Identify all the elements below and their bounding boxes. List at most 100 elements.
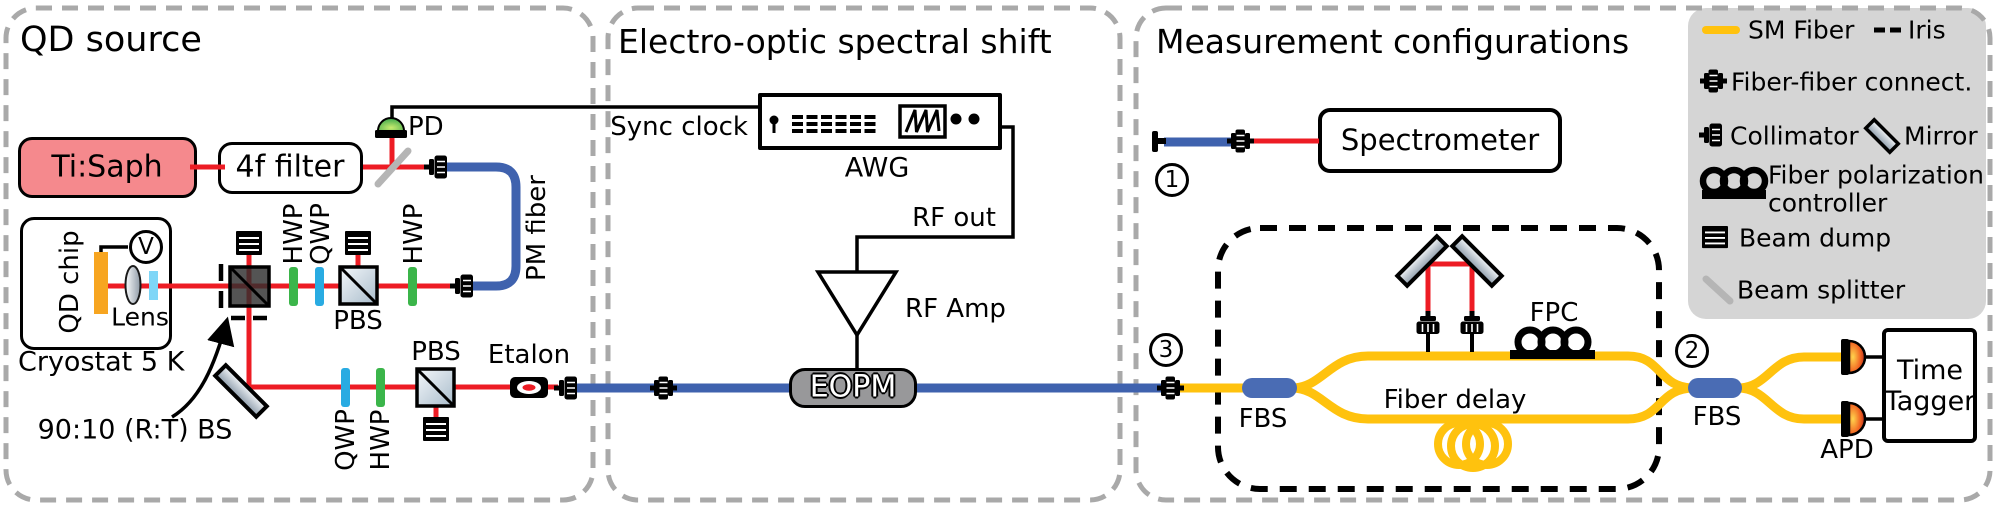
beam-dump-icon	[235, 230, 263, 256]
legend-beam-dump-icon	[1702, 226, 1728, 249]
sync-clock-wire	[390, 105, 758, 121]
measurement-title: Measurement configurations	[1156, 22, 1630, 61]
cryostat-window-icon	[149, 271, 158, 300]
legend-iris-label: Iris	[1908, 15, 1946, 45]
voltage-wire	[99, 245, 128, 254]
collimator-icon	[1415, 310, 1441, 335]
eo-shift-title: Electro-optic spectral shift	[618, 22, 1052, 61]
fbs-icon	[1688, 378, 1742, 398]
rf-amp-icon	[814, 270, 900, 339]
pbs-cubes	[338, 265, 456, 408]
qwp-icon	[315, 267, 324, 306]
cryostat-label: Cryostat 5 K	[18, 346, 185, 378]
eopm-box	[789, 368, 917, 408]
collimator-stems	[1426, 332, 1474, 352]
pbs-icon	[415, 367, 456, 408]
interferometer-dashed-box	[1215, 225, 1662, 492]
fbs-label: FBS	[1692, 402, 1742, 432]
legend-sm-fiber-icon	[1702, 26, 1740, 34]
pm-fiber-label: PM fiber	[522, 175, 552, 281]
lens-icon	[124, 265, 142, 305]
pbs-label: PBS	[411, 337, 461, 367]
pbs-icon	[338, 265, 379, 306]
legend-fpc-label-line2: controller	[1768, 188, 1888, 218]
apd-icon	[1841, 401, 1867, 437]
fpc-label: FPC	[1529, 298, 1579, 328]
mirror-icon	[1394, 233, 1450, 289]
awg-waveform-icon	[904, 109, 941, 133]
qd-source-panel-border	[3, 5, 596, 503]
mirror-icon	[1449, 233, 1505, 289]
apd-wires	[1864, 355, 1883, 421]
awg-knob-icon	[950, 113, 962, 125]
rf-out-label: RF out	[912, 203, 996, 233]
config-1-number: 1	[1164, 167, 1180, 193]
legend-fiber-fiber-label: Fiber-fiber connect.	[1731, 67, 1973, 97]
collimator-icon	[449, 273, 474, 299]
qd-chip-icon	[94, 252, 108, 314]
legend-fiber-fiber-icon	[1699, 68, 1728, 94]
4f-filter-label: 4f filter	[235, 149, 345, 185]
qd-chip-label: QD chip	[55, 230, 85, 334]
awg-power-icon	[769, 115, 779, 125]
hwp-label: HWP	[399, 203, 429, 265]
config-2-number: 2	[1684, 338, 1700, 364]
voltage-source-icon: V	[129, 230, 163, 264]
beam-dump-icon	[344, 230, 372, 256]
beam-splitter-plate-icon	[374, 147, 412, 188]
legend-mirror-label: Mirror	[1904, 121, 1978, 151]
apd-label: APD	[1820, 435, 1874, 465]
hwp-icon	[289, 267, 298, 306]
time-tagger-line2: Tagger	[1884, 386, 1976, 417]
pd-label: PD	[408, 112, 444, 142]
config-1-badge: 1	[1155, 163, 1189, 197]
awg-vent-grid-icon	[792, 115, 876, 133]
legend-collimator-label: Collimator	[1730, 121, 1859, 151]
interferometer-upper-arm	[1291, 351, 1695, 393]
fiber-fiber-connector-icon	[1156, 375, 1185, 401]
fbs-label: FBS	[1238, 404, 1288, 434]
pm-fiber-loop	[444, 162, 521, 291]
fiber-fiber-connector-icon	[1226, 128, 1255, 154]
legend-sm-fiber-label: SM Fiber	[1748, 15, 1855, 45]
legend-beam-dump-label: Beam dump	[1739, 223, 1892, 253]
waveplates	[289, 267, 417, 407]
qwp-icon	[341, 368, 350, 407]
interferometer-lower-arm	[1291, 383, 1695, 424]
90-10-bs-icon	[228, 265, 271, 308]
qwp-label: QWP	[306, 203, 336, 265]
config-3-badge: 3	[1149, 333, 1183, 367]
spectrometer-box	[1318, 108, 1562, 173]
spectrometer-label: Spectrometer	[1340, 123, 1540, 157]
awg-label: AWG	[844, 152, 910, 184]
voltage-label: V	[138, 234, 154, 260]
legend	[1688, 8, 1986, 319]
hwp-label: HWP	[279, 203, 309, 265]
collimator-icon	[423, 154, 448, 180]
legend-fpc-icon	[1699, 166, 1769, 199]
time-tagger-label: Time Tagger	[1885, 355, 1976, 417]
ti-saph-box	[18, 137, 197, 198]
awg-knob-icon	[968, 113, 980, 125]
apd-icon	[1841, 339, 1867, 375]
rf-out-wire	[855, 125, 1015, 272]
awg-box	[758, 93, 1002, 150]
sync-clock-label: Sync clock	[610, 112, 748, 142]
bs-note-label: 90:10 (R:T) BS	[37, 414, 233, 446]
hwp-icon	[408, 267, 417, 306]
collimator-icon	[1459, 310, 1485, 335]
pbs-label: PBS	[333, 306, 383, 336]
rf-amp-label: RF Amp	[905, 294, 1006, 324]
collimator-icon	[553, 375, 578, 401]
etalon-icon	[510, 377, 548, 398]
mirror-icon	[212, 362, 270, 420]
legend-mirror-icon	[1863, 117, 1901, 155]
config-2-badge: 2	[1675, 334, 1709, 368]
fiber-end-icon	[1152, 131, 1166, 152]
fiber-fiber-connector-icon	[649, 375, 678, 401]
etalon-label: Etalon	[487, 340, 571, 370]
eo-shift-panel-border	[605, 5, 1123, 503]
bs-pointer-arrow	[171, 316, 235, 419]
